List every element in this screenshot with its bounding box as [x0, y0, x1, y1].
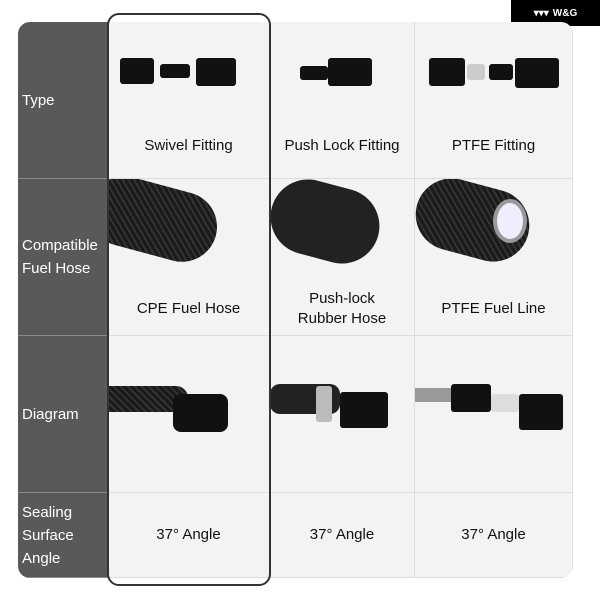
angle-value: 37° Angle: [461, 526, 526, 543]
logo-icon: ▾▾▾: [533, 7, 549, 19]
comparison-table: Type Compatible Fuel Hose Diagram Sealin…: [18, 22, 573, 578]
cell-swivel-fitting: Swivel Fitting: [108, 22, 270, 179]
ptfe-liner-image: [493, 199, 527, 243]
brand-logo: ▾▾▾W&G: [511, 0, 600, 26]
diagram-image: [173, 394, 228, 432]
fitting-image: [467, 64, 485, 80]
cell-angle-push-lock: 37° Angle: [270, 493, 415, 578]
fitting-image: [328, 58, 372, 86]
fitting-name: PTFE Fitting: [451, 137, 536, 154]
hose-name: PTFE Fuel Line: [441, 300, 546, 317]
hose-name: CPE Fuel Hose: [136, 300, 241, 317]
hose-name: Push-lock Rubber Hose: [297, 290, 387, 327]
cell-angle-swivel: 37° Angle: [108, 493, 270, 578]
fitting-image: [160, 64, 190, 78]
diagram-image: [491, 394, 519, 412]
fitting-image: [300, 66, 328, 80]
row-label-hose: Compatible Fuel Hose: [18, 179, 108, 336]
hose-image: [108, 179, 225, 270]
fitting-image: [120, 58, 154, 84]
row-label-type: Type: [18, 22, 108, 179]
diagram-image: [451, 384, 491, 412]
fitting-image: [489, 64, 513, 80]
cell-diagram-swivel: [108, 336, 270, 493]
row-label-diagram: Diagram: [18, 336, 108, 493]
cell-diagram-push-lock: [270, 336, 415, 493]
row-label-angle: Sealing Surface Angle: [18, 493, 108, 578]
diagram-image: [415, 388, 455, 402]
diagram-image: [519, 394, 563, 430]
cell-push-lock-fitting: Push Lock Fitting: [270, 22, 415, 179]
diagram-image: [340, 392, 388, 428]
fitting-image: [429, 58, 465, 86]
cell-angle-ptfe: 37° Angle: [415, 493, 573, 578]
angle-value: 37° Angle: [156, 526, 221, 543]
hose-image: [270, 179, 388, 272]
cell-cpe-hose: CPE Fuel Hose: [108, 179, 270, 336]
fitting-image: [196, 58, 236, 86]
fitting-image: [515, 58, 559, 88]
angle-value: 37° Angle: [309, 526, 375, 543]
hose-clamp-image: [316, 386, 332, 422]
fitting-name: Swivel Fitting: [144, 137, 233, 154]
cell-ptfe-hose: PTFE Fuel Line: [415, 179, 573, 336]
cell-ptfe-fitting: PTFE Fitting: [415, 22, 573, 179]
fitting-name: Push Lock Fitting: [284, 137, 400, 154]
cell-push-lock-hose: Push-lock Rubber Hose: [270, 179, 415, 336]
cell-diagram-ptfe: [415, 336, 573, 493]
